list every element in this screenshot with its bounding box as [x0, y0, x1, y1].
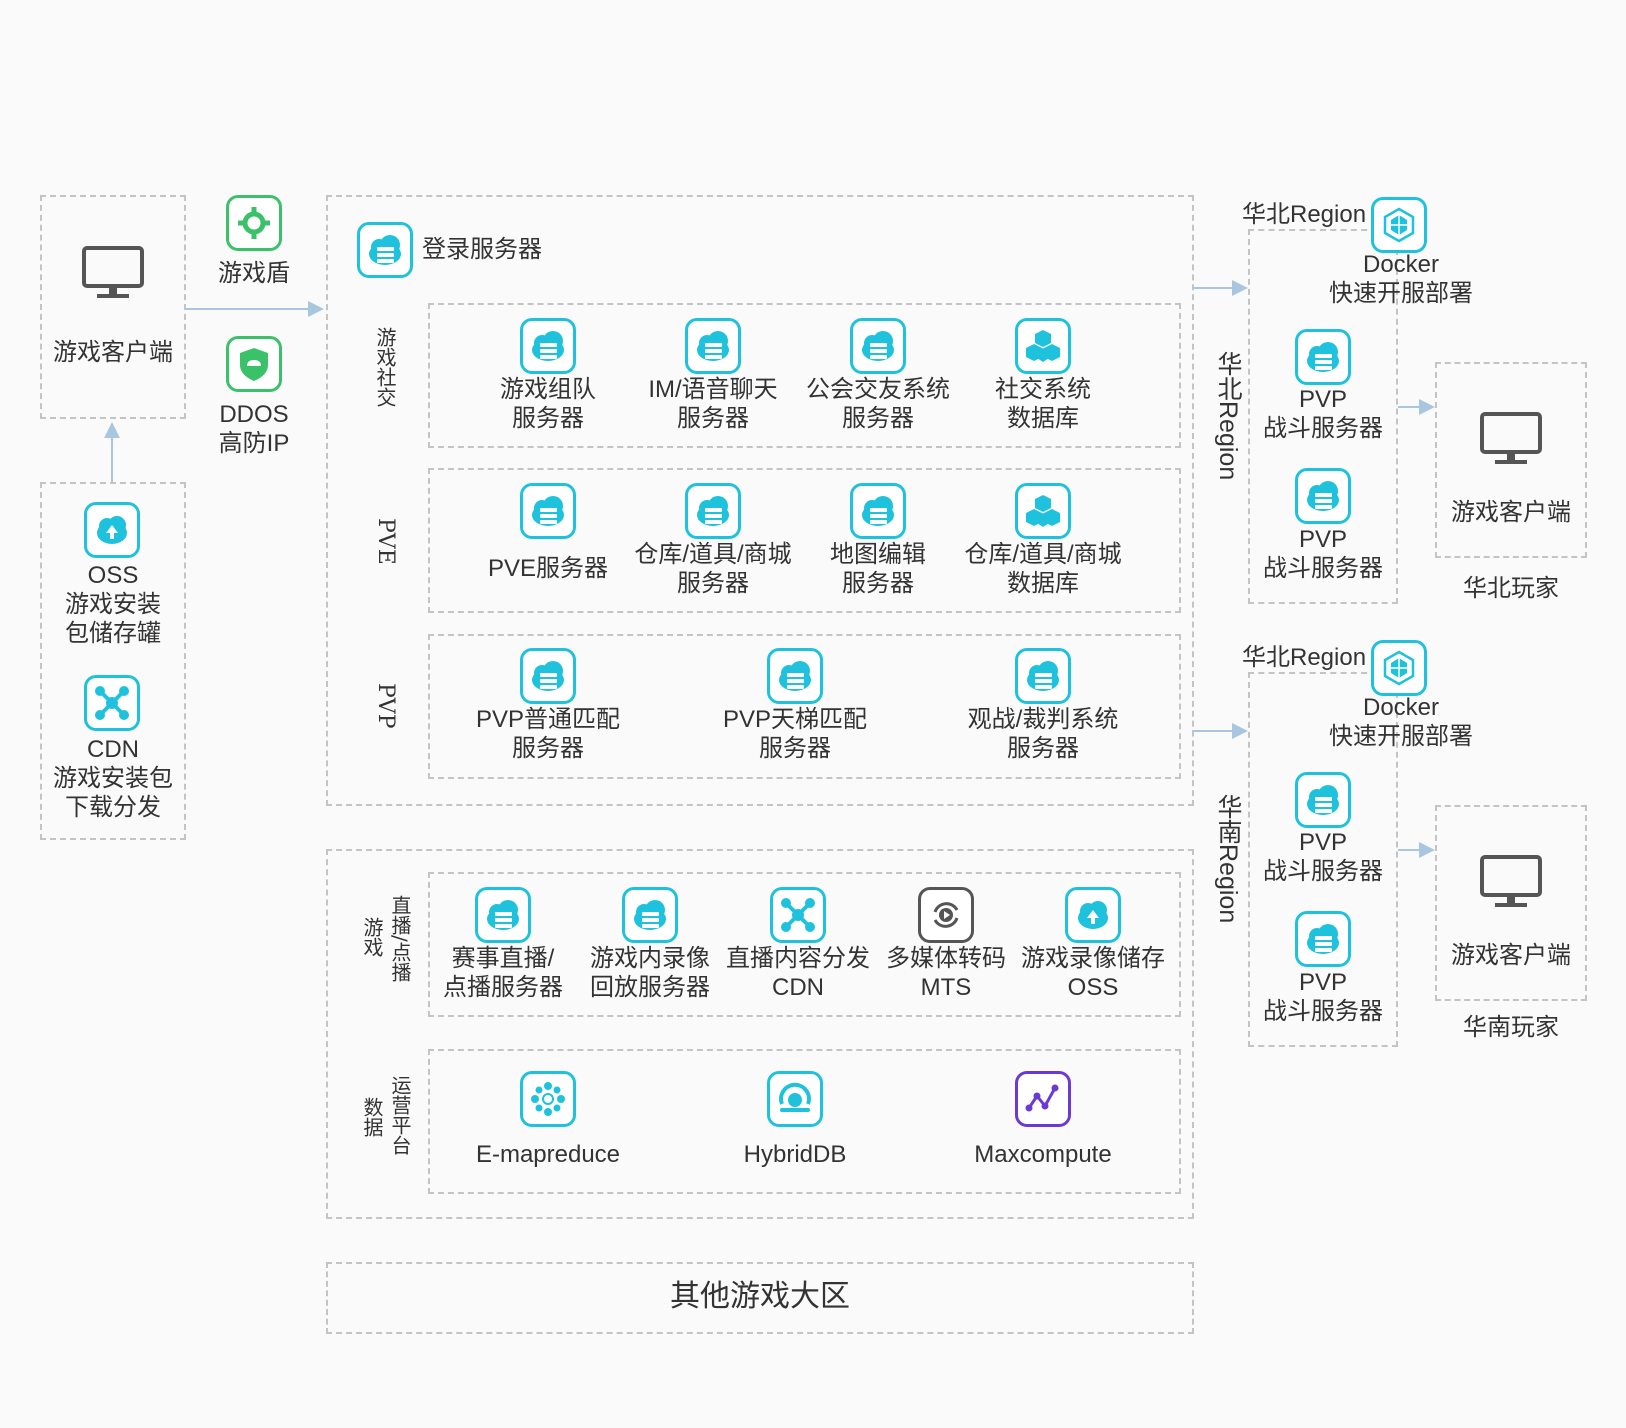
social-4-database-icon	[1015, 318, 1071, 374]
pve-1-server-icon	[520, 483, 576, 539]
pvp-side-label: PVP	[373, 683, 398, 729]
login-server-label: 登录服务器	[422, 236, 542, 263]
ops-side-label-a: 运营平台	[388, 1075, 412, 1155]
region-2-title: 华北Region	[1242, 644, 1367, 671]
region-2-pvp-2-label: PVP 战斗服务器	[1263, 969, 1383, 1025]
region-1-client-panel	[1435, 362, 1587, 558]
region-2-client-panel	[1435, 805, 1587, 1001]
ddos-shield-icon	[226, 336, 282, 392]
pvp-3-server-icon	[1015, 648, 1071, 704]
social-1-server-icon	[520, 318, 576, 374]
ops-2-hybrid-icon	[767, 1071, 823, 1127]
live-2-label: 游戏内录像 回放服务器	[590, 945, 710, 1001]
live-1-label: 赛事直播/ 点播服务器	[443, 945, 563, 1001]
social-2-server-icon	[685, 318, 741, 374]
other-regions-label: 其他游戏大区	[670, 1280, 850, 1313]
live-side-label-a: 直播/点播	[388, 895, 412, 982]
region-1-vertical-label: 华北Region	[1214, 351, 1242, 481]
media-data-panel	[326, 849, 1194, 1219]
region-2-docker-icon	[1371, 640, 1427, 696]
live-3-cdn-icon	[770, 887, 826, 943]
ops-panel	[428, 1049, 1181, 1194]
region-2-vertical-label: 华南Region	[1214, 794, 1242, 924]
region-1-pvp-2-label: PVP 战斗服务器	[1263, 526, 1383, 582]
ops-3-label: Maxcompute	[974, 1141, 1112, 1168]
live-4-label: 多媒体转码 MTS	[886, 945, 1006, 1001]
pve-3-label: 地图编辑 服务器	[830, 541, 926, 597]
pve-1-label: PVE服务器	[487, 555, 609, 582]
live-side-label-b: 游戏	[360, 917, 384, 957]
region-1-pvp-1-label: PVP 战斗服务器	[1263, 386, 1383, 442]
social-1-label: 游戏组队 服务器	[500, 376, 596, 432]
region-1-monitor-icon	[1480, 412, 1542, 464]
ops-1-emr-icon	[520, 1071, 576, 1127]
region-2-monitor-icon	[1480, 855, 1542, 907]
client-panel	[40, 195, 186, 419]
region-2-client-label: 游戏客户端	[1451, 942, 1571, 969]
ops-2-label: HybridDB	[743, 1141, 847, 1168]
pvp-1-server-icon	[520, 648, 576, 704]
ddos-label: DDOS 高防IP	[218, 401, 290, 457]
region-2-players-label: 华南玩家	[1463, 1014, 1559, 1041]
other-regions-panel	[326, 1262, 1194, 1334]
download-panel	[40, 482, 186, 840]
region-1-docker-icon	[1371, 197, 1427, 253]
pve-panel	[428, 468, 1181, 613]
game-shield-label: 游戏盾	[218, 260, 290, 287]
oss-label: OSS 游戏安装 包储存罐	[65, 562, 161, 647]
region-2-pvp-1-server-icon	[1295, 772, 1351, 828]
social-side-label: 游戏社交	[373, 327, 397, 407]
game-shield-icon	[226, 195, 282, 251]
live-panel	[428, 872, 1181, 1017]
pvp-2-label: PVP天梯匹配 服务器	[722, 706, 868, 762]
pve-2-server-icon	[685, 483, 741, 539]
pve-4-database-icon	[1015, 483, 1071, 539]
pvp-panel	[428, 634, 1181, 779]
social-4-label: 社交系统 数据库	[995, 376, 1091, 432]
cdn-label: CDN 游戏安装包 下载分发	[53, 736, 173, 821]
pve-2-label: 仓库/道具/商城 服务器	[634, 541, 792, 597]
region-1-client-label: 游戏客户端	[1451, 499, 1571, 526]
monitor-icon	[82, 246, 144, 298]
region-1-docker-label: Docker 快速开服部署	[1329, 251, 1473, 307]
social-2-label: IM/语音聊天 服务器	[648, 376, 778, 432]
live-3-label: 直播内容分发 CDN	[726, 945, 870, 1001]
cdn-network-icon	[84, 675, 140, 731]
region-1-players-label: 华北玩家	[1463, 575, 1559, 602]
region-2-pvp-2-server-icon	[1295, 911, 1351, 967]
ops-1-label: E-mapreduce	[475, 1141, 621, 1168]
pve-4-label: 仓库/道具/商城 数据库	[964, 541, 1122, 597]
social-3-label: 公会交友系统 服务器	[806, 376, 950, 432]
pvp-3-label: 观战/裁判系统 服务器	[967, 706, 1119, 762]
live-5-label: 游戏录像储存 OSS	[1021, 945, 1165, 1001]
region-1-title: 华北Region	[1242, 201, 1367, 228]
region-2-panel	[1248, 672, 1398, 1047]
ops-side-label-b: 数据	[360, 1097, 384, 1137]
region-2-docker-label: Docker 快速开服部署	[1329, 694, 1473, 750]
social-3-server-icon	[850, 318, 906, 374]
ops-3-maxc-icon	[1015, 1071, 1071, 1127]
live-2-server-icon	[622, 887, 678, 943]
region-2-pvp-1-label: PVP 战斗服务器	[1263, 829, 1383, 885]
pve-side-label: PVE	[373, 518, 398, 565]
client-label: 游戏客户端	[53, 339, 173, 366]
live-1-server-icon	[475, 887, 531, 943]
pve-3-server-icon	[850, 483, 906, 539]
main-server-panel	[326, 195, 1194, 806]
social-panel	[428, 303, 1181, 448]
region-1-panel	[1248, 229, 1398, 604]
pvp-1-label: PVP普通匹配 服务器	[475, 706, 621, 762]
live-4-mts-icon	[918, 887, 974, 943]
region-1-pvp-1-server-icon	[1295, 329, 1351, 385]
oss-upload-icon	[84, 502, 140, 558]
login-server-icon	[357, 222, 413, 278]
region-1-pvp-2-server-icon	[1295, 468, 1351, 524]
live-5-oss-icon	[1065, 887, 1121, 943]
pvp-2-server-icon	[767, 648, 823, 704]
